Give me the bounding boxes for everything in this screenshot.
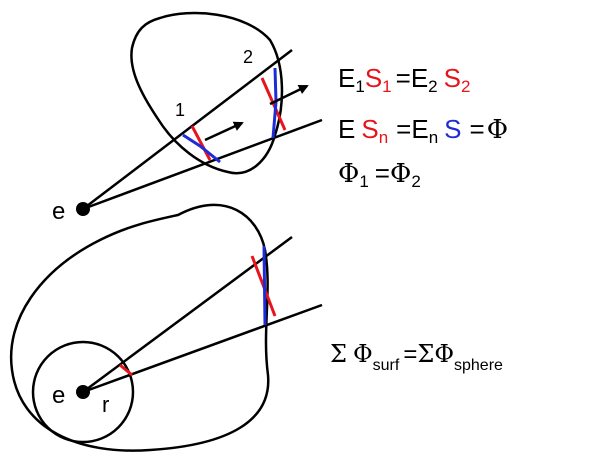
top-cone-line-upper bbox=[82, 49, 293, 210]
eq2-E: E bbox=[338, 114, 355, 144]
point-1-label: 1 bbox=[175, 100, 185, 120]
eq4-sub-surf: surf bbox=[373, 357, 400, 374]
eq1-E2: E bbox=[411, 63, 428, 93]
bottom-charge-label: e bbox=[52, 382, 65, 409]
eq2-Sn-sub: n bbox=[379, 128, 388, 147]
eq4-sigma-1: Σ bbox=[330, 340, 347, 368]
eq1-equals: = bbox=[396, 63, 411, 93]
point-2-label: 2 bbox=[243, 47, 253, 67]
eq2-En-sub: n bbox=[429, 128, 438, 147]
eq1-E1-sub: 1 bbox=[355, 77, 364, 96]
bottom-charge-dot bbox=[76, 385, 90, 399]
eq2-S: S bbox=[444, 114, 461, 144]
eq4-sigma-2: Σ bbox=[417, 340, 434, 368]
bottom-cone-line-upper bbox=[82, 235, 293, 394]
eq1-S2: S bbox=[444, 63, 461, 93]
eq3-Phi2-sub: 2 bbox=[411, 172, 420, 191]
top-charge-label: e bbox=[52, 198, 65, 225]
sphere-area-element bbox=[119, 363, 133, 377]
eq2-equals-2: = bbox=[470, 114, 485, 144]
eq2-Phi: Φ bbox=[487, 115, 508, 145]
top-surface-area-1 bbox=[182, 133, 221, 164]
eq4-sub-sphere: sphere bbox=[454, 357, 503, 374]
eq4-equals: = bbox=[403, 341, 417, 368]
top-charge-dot bbox=[76, 202, 90, 216]
eq1-S2-sub: 2 bbox=[461, 77, 470, 96]
top-cone-line-lower bbox=[82, 118, 323, 211]
top-closed-surface bbox=[130, 11, 284, 175]
eq2-En: E bbox=[411, 114, 428, 144]
top-field-arrow-1 bbox=[204, 121, 244, 142]
eq1-E2-sub: 2 bbox=[428, 77, 437, 96]
top-figure: e 1 2 bbox=[52, 11, 323, 225]
eq3-Phi1: Φ bbox=[338, 159, 359, 189]
gaussian-sphere bbox=[31, 340, 135, 444]
top-normal-area-1 bbox=[190, 125, 212, 161]
equation-3: Φ1=Φ2 bbox=[338, 158, 421, 191]
eq3-Phi2: Φ bbox=[390, 159, 411, 189]
eq3-Phi1-sub: 1 bbox=[359, 172, 368, 191]
eq4-Phi-2: Φ bbox=[434, 340, 454, 368]
eq1-S1: S bbox=[365, 63, 382, 93]
eq1-E1: E bbox=[338, 63, 355, 93]
bottom-cone-line-lower bbox=[82, 303, 323, 394]
eq2-Sn: S bbox=[361, 114, 378, 144]
bottom-surface-area bbox=[262, 245, 267, 326]
eq1-S1-sub: 1 bbox=[382, 77, 391, 96]
eq4-Phi-1: Φ bbox=[353, 340, 373, 368]
bottom-figure: e r bbox=[9, 203, 323, 452]
bottom-closed-surface bbox=[9, 203, 270, 452]
eq3-equals: = bbox=[375, 158, 390, 188]
top-normal-area-2 bbox=[260, 77, 287, 131]
top-field-arrow-2 bbox=[269, 84, 309, 106]
eq2-equals-1: = bbox=[396, 114, 411, 144]
radius-label: r bbox=[102, 392, 109, 417]
